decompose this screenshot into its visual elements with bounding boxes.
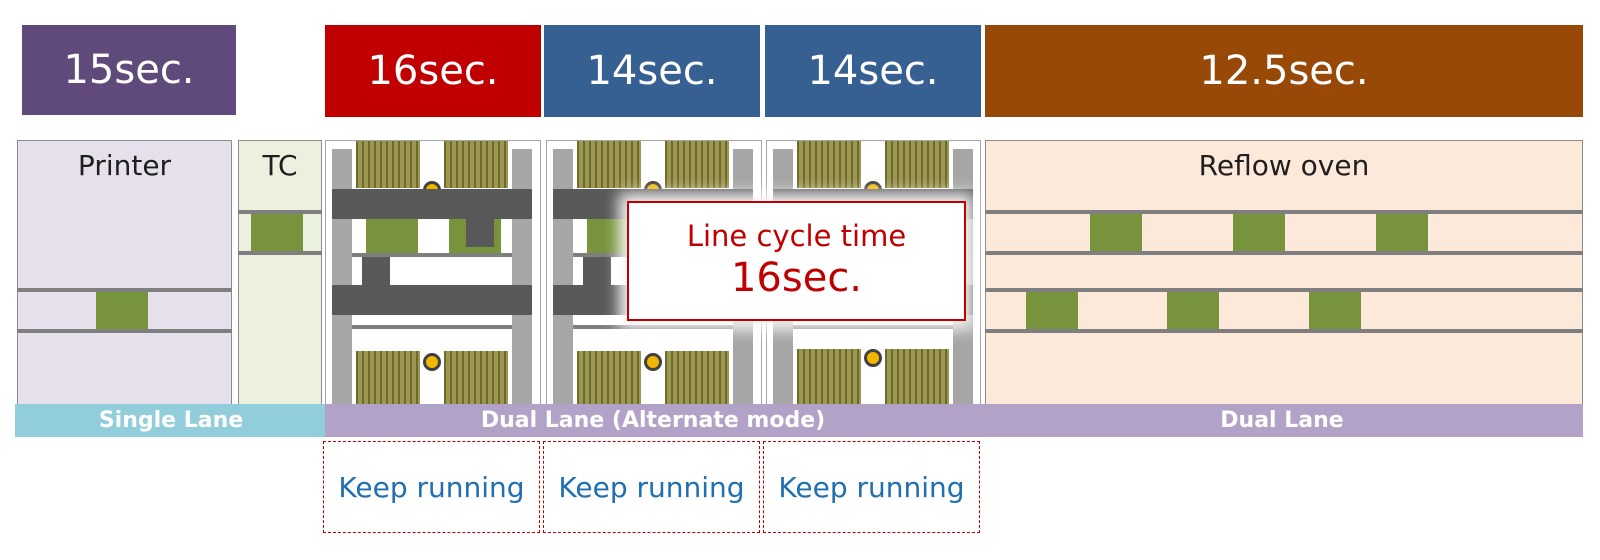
line-cycle-time-title: Line cycle time (686, 219, 907, 253)
tc-label: TC (262, 149, 298, 182)
tc-rail-top (238, 210, 322, 214)
reflow-pcb-upper-1 (1090, 214, 1142, 251)
mounter-3-camera-bottom-icon (864, 349, 882, 367)
mounter-2-status: Keep running (543, 441, 760, 533)
mounter-3-feeder-bottom-right (885, 349, 949, 404)
reflow-pcb-upper-3 (1376, 214, 1428, 251)
reflow-pcb-lower-2 (1167, 292, 1219, 329)
tc-pcb (251, 214, 303, 251)
reflow-rail-4 (985, 329, 1583, 333)
single-lane-bar: Single Lane (15, 404, 327, 437)
mounter-1-rail-2 (352, 325, 512, 329)
mounter-2-feeder-bottom-right (665, 351, 729, 404)
mounter-1-head-a (466, 219, 494, 247)
mounter-1-pcb-a (366, 219, 418, 255)
mounter-3-rail-2 (793, 325, 953, 329)
mounter-1-feeder-bottom-right (444, 351, 508, 404)
printer-rail-bottom (17, 329, 232, 333)
mounter-1-rail-1 (352, 253, 512, 257)
mounter-1-feeder-bottom-left (356, 351, 420, 404)
dual-lane-alternate-bar: Dual Lane (Alternate mode) (325, 404, 981, 437)
mounter-1-cycle-time: 16sec. (325, 25, 541, 117)
mounter-3-status: Keep running (763, 441, 980, 533)
reflow-cycle-time: 12.5sec. (985, 25, 1583, 117)
reflow-pcb-lower-1 (1026, 292, 1078, 329)
mounter-1-head-b (362, 257, 390, 285)
mounter-3-feeder-top-left (797, 141, 861, 188)
mounter-1-feeder-top-left (356, 141, 420, 188)
tc-station: TC (238, 140, 322, 405)
mounter-2-feeder-bottom-left (577, 351, 641, 404)
reflow-rail-1 (985, 210, 1583, 214)
reflow-oven-label: Reflow oven (1198, 149, 1370, 182)
mounter-3-feeder-top-right (885, 141, 949, 188)
mounter-3-feeder-bottom-left (797, 349, 861, 404)
mounter-1-post-right (512, 149, 532, 404)
dual-lane-bar: Dual Lane (981, 404, 1583, 437)
printer-pcb (96, 292, 148, 329)
mounter-2-head (583, 257, 611, 285)
reflow-rail-3 (985, 288, 1583, 292)
printer-station: Printer (17, 140, 232, 405)
mounter-1-status: Keep running (323, 441, 540, 533)
mounter-1-feeder-top-right (444, 141, 508, 188)
reflow-oven-station: Reflow oven (985, 140, 1583, 412)
mounter-1-post-left (332, 149, 352, 404)
mounter-2-rail-2 (573, 325, 733, 329)
mounter-3-cycle-time: 14sec. (765, 25, 981, 117)
printer-rail-top (17, 288, 232, 292)
line-cycle-time-callout: Line cycle time 16sec. (627, 201, 966, 321)
reflow-pcb-lower-3 (1309, 292, 1361, 329)
reflow-pcb-upper-2 (1233, 214, 1285, 251)
reflow-rail-2 (985, 251, 1583, 255)
mounter-1-gantry-bottom (332, 285, 532, 315)
mounter-2-cycle-time: 14sec. (544, 25, 760, 117)
tc-rail-bottom (238, 251, 322, 255)
mounter-1-camera-bottom-icon (423, 353, 441, 371)
mounter-1-gantry-top (332, 189, 532, 219)
printer-cycle-time: 15sec. (22, 25, 236, 115)
mounter-2-camera-bottom-icon (644, 353, 662, 371)
line-cycle-time-value: 16sec. (730, 255, 863, 301)
mounter-2-feeder-top-right (665, 141, 729, 188)
printer-label: Printer (77, 149, 172, 182)
mounter-2-post-left (553, 149, 573, 404)
mounter-2-feeder-top-left (577, 141, 641, 188)
mounter-1 (325, 140, 541, 405)
